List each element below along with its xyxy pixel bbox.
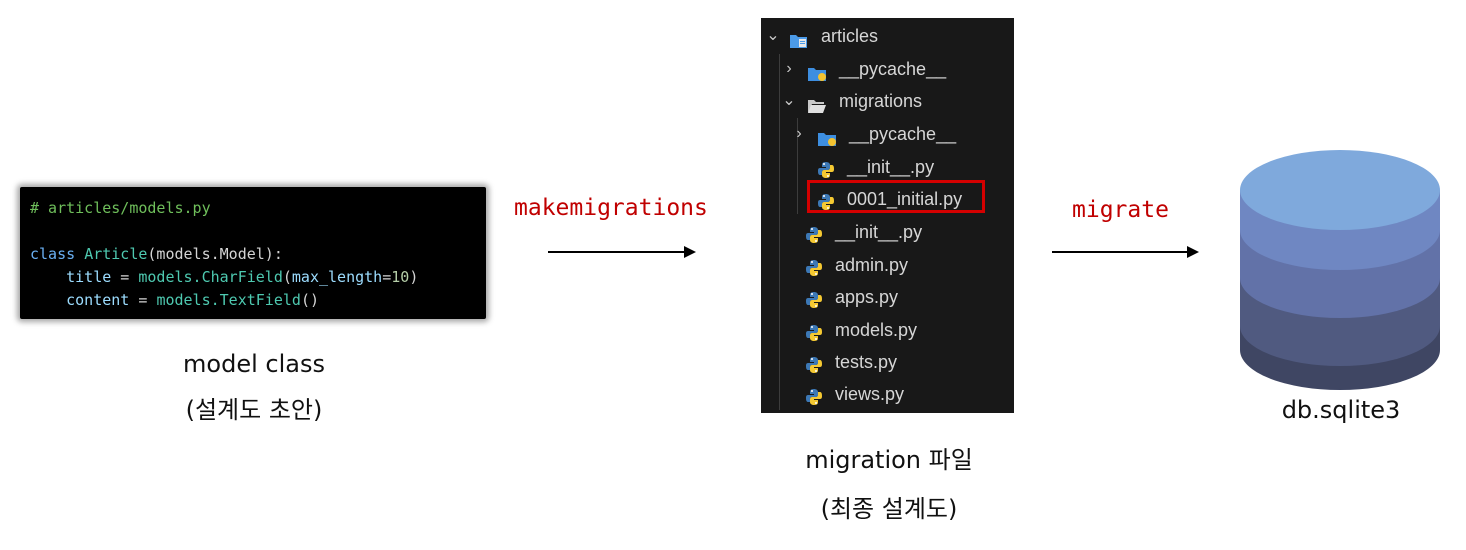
- code-title-line: title = models.CharField(max_length=10): [30, 266, 418, 289]
- makemigrations-arrow: [548, 246, 696, 258]
- tree-label: models.py: [835, 320, 918, 340]
- chevron-down-icon: ⌄: [782, 92, 796, 109]
- code-content-eq: =: [129, 291, 157, 309]
- migration-caption-line2: (최종 설계도): [820, 495, 958, 523]
- database-cylinder: [1240, 150, 1440, 390]
- model-caption-line1: model class: [183, 350, 325, 378]
- python-file-icon: [817, 190, 835, 220]
- python-file-icon: [805, 223, 823, 253]
- tree-label: migrations: [839, 91, 923, 111]
- indent-guide: [797, 118, 798, 214]
- python-file-icon: [805, 288, 823, 318]
- file-explorer: ⌄ articles › __pycache__ ⌄ migrations › …: [761, 18, 1014, 413]
- database-icon: [1240, 150, 1440, 390]
- code-content-attr: content: [66, 291, 130, 309]
- python-file-icon: [817, 158, 835, 188]
- tree-label: admin.py: [835, 255, 909, 275]
- code-title-eq: =: [111, 268, 139, 286]
- tree-label: tests.py: [835, 352, 898, 372]
- code-title-eq2: =: [382, 268, 392, 286]
- code-title-num: 10: [391, 268, 410, 286]
- python-file-icon: [805, 321, 823, 351]
- code-title-arg: max_length: [291, 268, 383, 286]
- python-file-icon: [805, 385, 823, 415]
- python-file-icon: [805, 256, 823, 286]
- code-class-base: (models.Model):: [147, 245, 283, 263]
- migrate-label: migrate: [1072, 197, 1169, 223]
- chevron-down-icon: ⌄: [766, 27, 780, 44]
- code-snippet: # articles/models.py class Article(model…: [20, 187, 486, 319]
- migration-caption-line1: migration 파일: [805, 446, 973, 474]
- python-folder-icon: [807, 61, 827, 91]
- code-title-open: (: [282, 268, 292, 286]
- chevron-right-icon: ›: [786, 60, 792, 77]
- code-title-field: models.CharField: [138, 268, 283, 286]
- code-class-keyword: class: [30, 245, 76, 263]
- code-content-field: models.TextField: [156, 291, 301, 309]
- python-file-icon: [805, 353, 823, 383]
- code-title-close: ): [409, 268, 419, 286]
- tree-label: articles: [821, 26, 879, 46]
- folder-open-icon: [789, 28, 809, 58]
- python-folder-icon: [817, 126, 837, 156]
- tree-label: __init__.py: [847, 157, 935, 177]
- migration-caption: migration 파일 (최종 설계도): [760, 440, 1018, 524]
- code-class-name: Article: [84, 245, 148, 263]
- indent-guide: [779, 54, 780, 410]
- code-title-attr: title: [66, 268, 112, 286]
- tree-label: __pycache__: [849, 124, 957, 144]
- db-caption: db.sqlite3: [1281, 396, 1401, 424]
- code-class-line: class Article(models.Model):: [30, 243, 283, 266]
- tree-label: apps.py: [835, 287, 899, 307]
- model-caption-line2: (설계도 초안): [185, 396, 323, 424]
- code-comment: # articles/models.py: [30, 199, 211, 217]
- chevron-right-icon: ›: [796, 125, 802, 142]
- folder-open-icon: [807, 93, 827, 123]
- tree-label: views.py: [835, 384, 905, 404]
- code-content-close: (): [300, 291, 319, 309]
- code-content-line: content = models.TextField(): [30, 289, 319, 312]
- highlight-box: [807, 180, 985, 213]
- tree-label: __init__.py: [835, 222, 923, 242]
- tree-label: 0001_initial.py: [847, 189, 963, 209]
- model-caption: model class (설계도 초안): [120, 350, 388, 425]
- migrate-arrow: [1052, 246, 1199, 258]
- tree-label: __pycache__: [839, 59, 947, 79]
- makemigrations-label: makemigrations: [514, 195, 708, 221]
